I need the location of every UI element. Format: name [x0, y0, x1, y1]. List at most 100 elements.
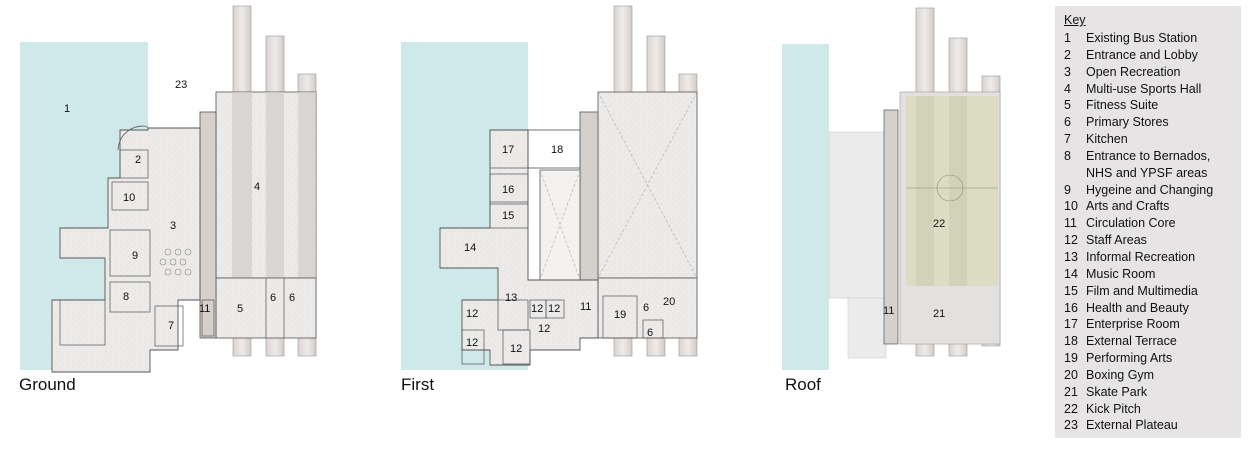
key-item: 6 Primary Stores	[1064, 114, 1242, 131]
key-item-number: 7	[1064, 132, 1071, 147]
key-item: 12 Staff Areas	[1064, 232, 1242, 249]
key-item: 9 Hygeine and Changing	[1064, 182, 1242, 199]
roof-base	[828, 131, 887, 299]
key-item-number: 18	[1064, 334, 1078, 349]
room-label: 19	[614, 309, 626, 321]
room-label: 12	[548, 303, 560, 315]
key-item: NHS and YPSF areas	[1064, 165, 1242, 182]
key-item-label: NHS and YPSF areas	[1086, 165, 1208, 180]
key-item-label: Kitchen	[1086, 132, 1128, 147]
plan-roof: 22 21 11	[782, 7, 1001, 370]
key-item-label: Open Recreation	[1086, 64, 1181, 79]
key-item: 17 Enterprise Room	[1064, 316, 1242, 333]
key-item-number: 20	[1064, 367, 1078, 382]
key-item-label: Informal Recreation	[1086, 249, 1196, 264]
key-item-label: Arts and Crafts	[1086, 199, 1170, 214]
key-item: 5 Fitness Suite	[1064, 97, 1242, 114]
key-item: 4 Multi-use Sports Hall	[1064, 81, 1242, 98]
key-item-label: Performing Arts	[1086, 351, 1173, 366]
floor-plans-drawing: 1 23 2 10 3 4 9 8 11 5 6 6 7	[20, 5, 1001, 373]
key-item-number: 9	[1064, 182, 1071, 197]
key-item-label: Skate Park	[1086, 384, 1148, 399]
room-label: 3	[170, 220, 176, 232]
room-label: 18	[551, 144, 563, 156]
key-item-number: 2	[1064, 47, 1071, 62]
key-item-number: 17	[1064, 317, 1078, 332]
room-label: 5	[237, 303, 243, 315]
terrace	[527, 129, 581, 169]
key-item-number: 16	[1064, 300, 1078, 315]
room-label: 11	[883, 305, 894, 317]
key-item-number: 3	[1064, 64, 1071, 79]
plan-title-roof: Roof	[785, 375, 821, 394]
key-item: 15 Film and Multimedia	[1064, 283, 1242, 300]
plan-ground: 1 23 2 10 3 4 9 8 11 5 6 6 7	[20, 5, 317, 373]
key-item-number: 4	[1064, 81, 1071, 96]
key-item-number: 14	[1064, 266, 1078, 281]
room-label: 14	[464, 242, 476, 254]
room-label: 6	[647, 327, 653, 339]
key-item: 16 Health and Beauty	[1064, 300, 1242, 317]
room-label: 6	[643, 302, 649, 314]
key-item: 13 Informal Recreation	[1064, 249, 1242, 266]
key-item-number: 11	[1064, 216, 1077, 231]
room-label: 12	[466, 308, 478, 320]
key-item-label: Entrance and Lobby	[1086, 47, 1198, 62]
key-item-label: Kick Pitch	[1086, 401, 1141, 416]
key-item-number: 8	[1064, 148, 1071, 163]
key-legend: Key 1 Existing Bus Station 2 Entrance and L…	[1055, 6, 1241, 438]
key-item-label: Multi-use Sports Hall	[1086, 81, 1202, 96]
bus-station-area	[782, 44, 829, 370]
key-item: 11 Circulation Core	[1064, 215, 1242, 232]
key-item-number: 5	[1064, 98, 1071, 113]
plan-first: 17 18 16 15 14 13 12 12 11 6 20 19 12 12…	[401, 5, 698, 370]
key-item-number: 6	[1064, 115, 1071, 130]
key-item-label: Hygeine and Changing	[1086, 182, 1214, 197]
key-item-label: Health and Beauty	[1086, 300, 1189, 315]
key-item-label: Fitness Suite	[1086, 98, 1159, 113]
key-item-label: Primary Stores	[1086, 115, 1169, 130]
key-item-label: Circulation Core	[1086, 216, 1176, 231]
key-item-label: Boxing Gym	[1086, 367, 1155, 382]
key-item: 22 Kick Pitch	[1064, 401, 1242, 418]
key-item-label: Existing Bus Station	[1086, 31, 1198, 45]
key-item-number: 1	[1064, 31, 1071, 45]
room-label: 6	[289, 292, 295, 304]
key-item-number: 21	[1064, 384, 1078, 399]
key-item: 7 Kitchen	[1064, 131, 1242, 148]
key-item-number: 15	[1064, 283, 1078, 298]
room-label: 10	[123, 192, 135, 204]
key-item: 1 Existing Bus Station	[1064, 30, 1242, 47]
room-label: 12	[531, 303, 543, 315]
key-item-label: Enterprise Room	[1086, 317, 1180, 332]
ground-main-block	[51, 127, 201, 373]
room-label: 11	[580, 301, 591, 313]
key-item-label: Staff Areas	[1086, 233, 1147, 248]
hall-strip	[266, 92, 284, 278]
key-item-number: 12	[1064, 233, 1078, 248]
plan-title-first: First	[401, 375, 435, 394]
key-list: 1 Existing Bus Station 2 Entrance and Lobby…	[1064, 30, 1242, 434]
key-item: 21 Skate Park	[1064, 384, 1242, 401]
key-item-number: 10	[1064, 199, 1078, 214]
room-label: 12	[510, 343, 522, 355]
hall-strip	[232, 92, 252, 278]
key-item-label: Film and Multimedia	[1086, 283, 1198, 298]
room-label: 9	[132, 250, 138, 262]
plan-title-ground: Ground	[19, 375, 76, 394]
room-label: 6	[270, 292, 276, 304]
key-item-number: 13	[1064, 249, 1078, 264]
key-item-number: 22	[1064, 401, 1078, 416]
room-label: 20	[663, 296, 675, 308]
key-item: 10 Arts and Crafts	[1064, 198, 1242, 215]
room-label: 16	[502, 184, 514, 196]
hall-strip	[298, 92, 316, 278]
room-label: 13	[505, 292, 517, 304]
key-item-label: External Plateau	[1086, 418, 1178, 433]
key-title: Key	[1064, 13, 1086, 27]
room-label: 8	[123, 291, 129, 303]
